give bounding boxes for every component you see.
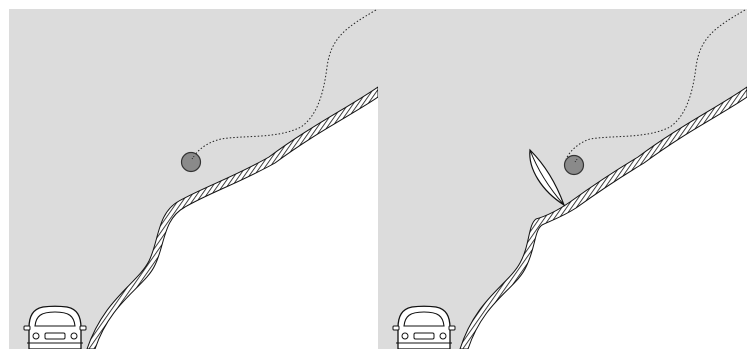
ball-icon [182, 153, 201, 172]
panel-right-drawing [378, 9, 747, 349]
car-front-icon [24, 306, 86, 349]
ball-icon [565, 156, 584, 175]
panel-left-drawing [9, 9, 378, 349]
panel-left [9, 9, 378, 349]
panel-right [378, 9, 747, 349]
car-front-icon [393, 306, 455, 349]
ground-region [9, 9, 378, 349]
ground-region [378, 9, 747, 349]
